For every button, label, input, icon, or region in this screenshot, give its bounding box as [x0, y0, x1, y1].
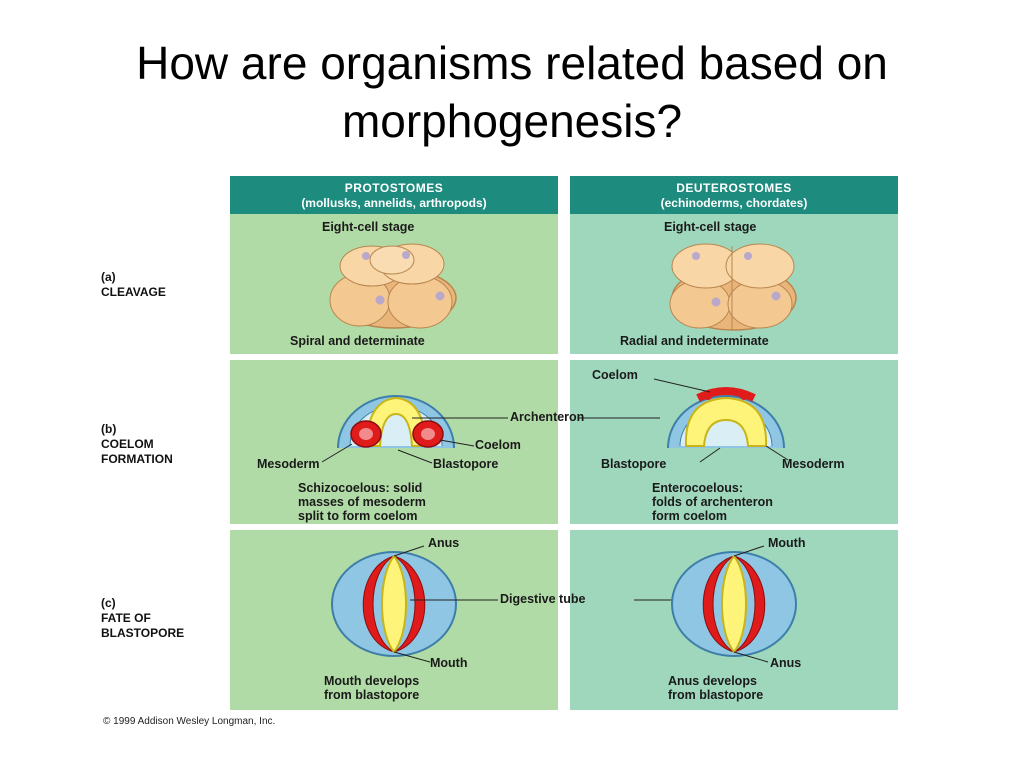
proto-desc-line-3: split to form coelom [298, 509, 426, 523]
proto-anus-label: Anus [428, 536, 459, 551]
copyright-notice: © 1999 Addison Wesley Longman, Inc. [103, 716, 275, 727]
proto-coelom-description: Schizocoelous: solid masses of mesoderm … [298, 481, 426, 523]
proto-blastopore-label: Blastopore [433, 457, 498, 472]
proto-coelom-label: Coelom [475, 438, 521, 453]
proto-cleavage-type: Spiral and determinate [290, 334, 425, 349]
deut-eight-cell-label: Eight-cell stage [664, 220, 756, 235]
proto-mouth-label: Mouth [430, 656, 467, 671]
proto-blastopore-description: Mouth develops from blastopore [324, 674, 419, 702]
proto-gut-embryo [332, 546, 498, 662]
proto-eight-cell-label: Eight-cell stage [322, 220, 414, 235]
deut-fate-line-1: Anus develops [668, 674, 763, 688]
deut-mesoderm-label: Mesoderm [782, 457, 845, 472]
deut-anus-label: Anus [770, 656, 801, 671]
deut-mouth-label: Mouth [768, 536, 805, 551]
deut-coelom-label: Coelom [592, 368, 638, 383]
proto-desc-line-2: masses of mesoderm [298, 495, 426, 509]
proto-fate-line-1: Mouth develops [324, 674, 419, 688]
deut-gut-embryo [672, 546, 796, 662]
deut-eight-cell-embryo [670, 244, 796, 330]
proto-fate-line-2: from blastopore [324, 688, 419, 702]
deut-blastopore-label: Blastopore [601, 457, 666, 472]
deut-desc-line-3: form coelom [652, 509, 773, 523]
proto-eight-cell-embryo [330, 244, 456, 328]
deut-cleavage-type: Radial and indeterminate [620, 334, 769, 349]
proto-mesoderm-label: Mesoderm [257, 457, 320, 472]
digestive-tube-label: Digestive tube [500, 592, 585, 607]
proto-desc-line-1: Schizocoelous: solid [298, 481, 426, 495]
deut-coelom-embryo [654, 379, 788, 462]
deut-fate-line-2: from blastopore [668, 688, 763, 702]
archenteron-label: Archenteron [510, 410, 584, 425]
deut-desc-line-1: Enterocoelous: [652, 481, 773, 495]
deut-blastopore-description: Anus develops from blastopore [668, 674, 763, 702]
deut-desc-line-2: folds of archenteron [652, 495, 773, 509]
deut-coelom-description: Enterocoelous: folds of archenteron form… [652, 481, 773, 523]
